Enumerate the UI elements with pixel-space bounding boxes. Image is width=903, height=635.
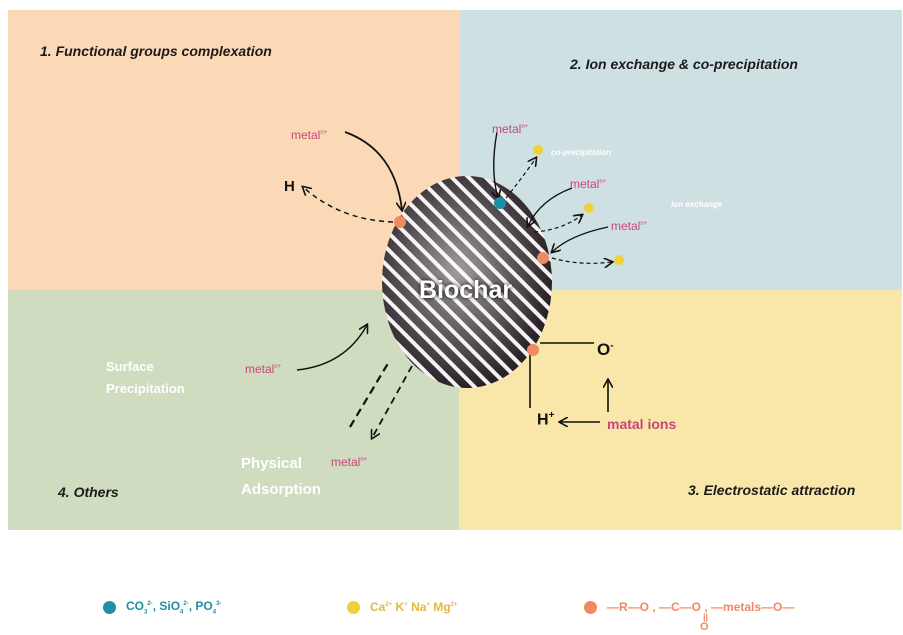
title-ion-exchange: 2. Ion exchange & co-precipitation — [570, 56, 798, 72]
o-minus-label: O- — [597, 340, 614, 359]
orange-site-dot — [537, 252, 549, 264]
h-label: H — [284, 178, 295, 195]
orange-site-dot — [394, 216, 406, 228]
metal-label: metaln+ — [492, 122, 529, 136]
yellow-dot-icon — [347, 600, 360, 614]
title-functional-groups: 1. Functional groups complexation — [40, 43, 272, 59]
legend-orange: —R—O , —C—O , —metals—O— || O — [584, 597, 795, 633]
h-release-arrow — [303, 187, 394, 223]
h-plus-label: H+ — [537, 410, 555, 429]
metal-label: metaln+ — [331, 455, 368, 469]
biochar-label: Biochar — [419, 276, 513, 304]
title-electrostatic: 3. Electrostatic attraction — [688, 482, 856, 498]
metal-label: metaln+ — [570, 177, 607, 191]
co-precipitation-label: co-precipitation — [551, 148, 612, 157]
legend-teal: CO32-, SiO42-, PO43- — [103, 597, 221, 617]
orange-dot-icon — [584, 600, 597, 614]
precipitation-label: Precipitation — [106, 381, 185, 396]
orange-site-dot — [527, 344, 539, 356]
quadrant-functional-groups — [8, 10, 459, 290]
legend-yellow-text: Ca2+ K+ Na+ Mg2+ — [370, 600, 458, 614]
metal-label: metaln+ — [245, 362, 282, 376]
yellow-cation-dot — [614, 255, 624, 265]
yellow-cation-dot — [533, 145, 543, 155]
metal-label: metaln+ — [611, 219, 648, 233]
metal-to-surface-arrow — [344, 131, 402, 210]
metal-ions-label: matal ions — [607, 416, 677, 432]
surface-label: Surface — [106, 359, 154, 374]
physical-label: Physical — [241, 455, 302, 472]
legend-teal-text: CO32-, SiO42-, PO43- — [126, 598, 222, 616]
teal-site-dot — [494, 197, 506, 209]
teal-dot-icon — [103, 600, 116, 614]
adsorption-label: Adsorption — [241, 481, 321, 498]
quadrant-others — [8, 290, 459, 530]
metal-label: metaln+ — [291, 128, 328, 142]
yellow-cation-dot — [584, 203, 594, 213]
ion-exchange-label: Ion exchange — [671, 200, 723, 209]
title-others: 4. Others — [58, 484, 119, 500]
legend-yellow: Ca2+ K+ Na+ Mg2+ — [347, 597, 457, 617]
legend-orange-text: —R—O , —C—O , —metals—O— || O — [607, 600, 795, 633]
